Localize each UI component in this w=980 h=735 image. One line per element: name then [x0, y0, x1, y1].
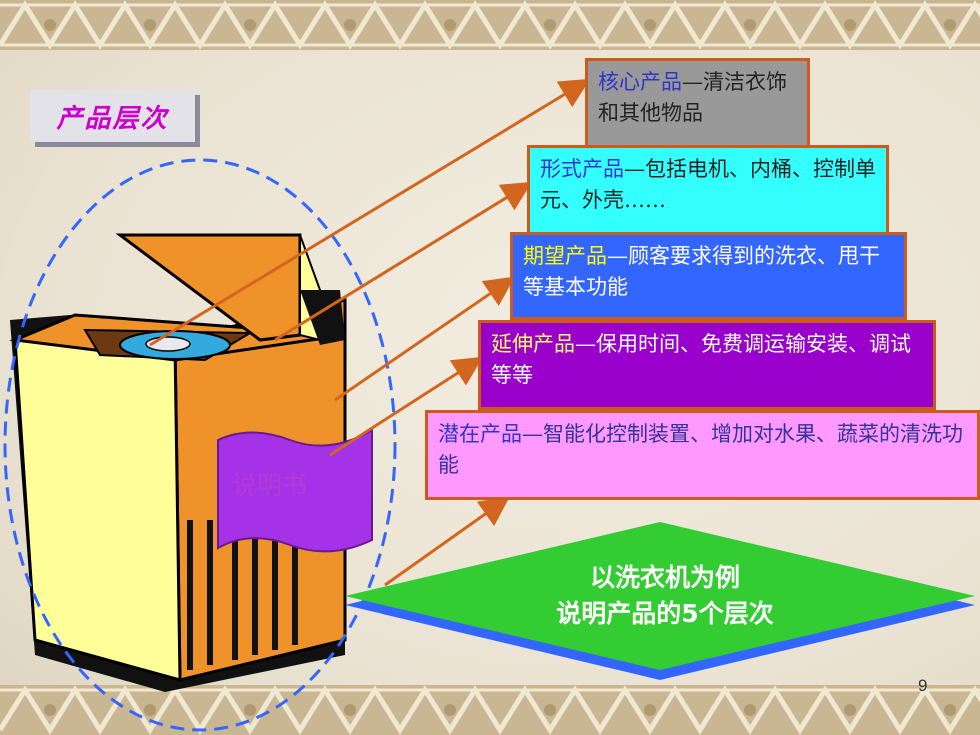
- top-border-pattern: [0, 0, 980, 50]
- manual-flag: [217, 428, 373, 553]
- bottom-border-pattern: [0, 685, 980, 735]
- arrow-potential: [384, 496, 510, 587]
- arrow-core: [149, 78, 591, 347]
- level-extended-name: 延伸产品: [491, 332, 575, 356]
- summary-text: 以洗衣机为例 说明产品的5个层次: [470, 560, 860, 632]
- summary-diamond: [345, 522, 975, 670]
- summary-line-1: 以洗衣机为例: [589, 563, 740, 592]
- level-potential-desc: —智能化控制装置、增加对水果、蔬菜的清洗功能: [438, 422, 963, 477]
- arrow-extended: [329, 356, 484, 457]
- level-form-desc: —包括电机、内桶、控制单元、外壳……: [540, 157, 876, 212]
- level-potential-box: 潜在产品—智能化控制装置、增加对水果、蔬菜的清洗功能: [425, 410, 980, 500]
- dashed-ellipse: [3, 158, 397, 732]
- level-core-box: 核心产品—清洁衣饰和其他物品: [585, 58, 810, 150]
- page-number: 9: [918, 676, 928, 695]
- manual-label: 说明书: [232, 471, 308, 500]
- level-expected-box: 期望产品—顾客要求得到的洗衣、甩干等基本功能: [510, 232, 907, 320]
- slide-title-box: 产品层次: [30, 90, 195, 142]
- arrow-expected: [334, 276, 515, 402]
- level-expected-desc: —顾客要求得到的洗衣、甩干等基本功能: [523, 244, 880, 299]
- arrow-form: [274, 181, 533, 342]
- level-extended-desc: —保用时间、免费调运输安装、调试等等: [491, 332, 911, 387]
- level-expected-name: 期望产品: [523, 244, 607, 268]
- slide-title: 产品层次: [56, 103, 169, 134]
- level-form-box: 形式产品—包括电机、内桶、控制单元、外壳……: [527, 145, 889, 235]
- level-extended-box: 延伸产品—保用时间、免费调运输安装、调试等等: [478, 320, 936, 410]
- level-potential-name: 潜在产品: [438, 422, 522, 446]
- summary-line-2: 说明产品的5个层次: [556, 599, 774, 628]
- level-core-desc: —清洁衣饰和其他物品: [598, 70, 787, 125]
- level-form-name: 形式产品: [540, 157, 624, 181]
- level-core-name: 核心产品: [598, 70, 682, 94]
